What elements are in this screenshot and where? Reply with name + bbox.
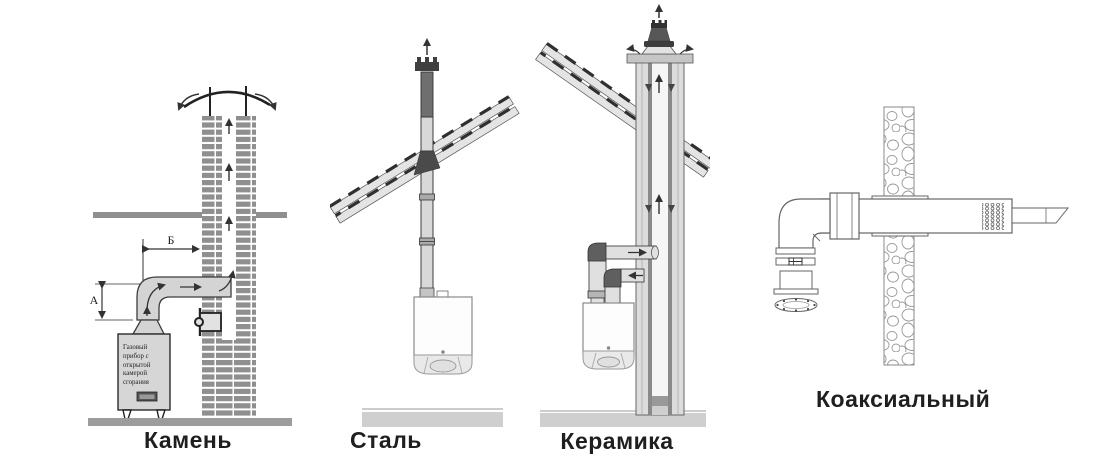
gas-appliance	[117, 333, 171, 420]
caption-steel: Сталь	[350, 427, 422, 453]
ground	[88, 418, 292, 426]
caption-ceramic: Керамика	[560, 428, 674, 454]
duct-flare	[131, 319, 166, 335]
ceiling-slab	[256, 212, 287, 218]
pipe-coupling	[829, 192, 860, 240]
elbow	[775, 198, 831, 255]
appliance-foot	[122, 409, 132, 420]
appliance-label: Газовый прибор с открытой камерой сгоран…	[123, 344, 151, 387]
floor	[362, 408, 503, 427]
wall-boiler	[413, 287, 473, 375]
dark-pipe-section	[420, 71, 434, 118]
diagram-ceramic	[535, 4, 710, 427]
diagram-steel	[330, 38, 520, 427]
diagram-coaxial	[773, 106, 1070, 366]
air-intake-pipe	[603, 268, 645, 304]
cleanout-door	[194, 308, 222, 336]
pipe-joints	[419, 193, 435, 246]
flange-parts	[773, 257, 819, 312]
dimension-lines	[95, 239, 200, 321]
dimension-label-b: Б	[167, 233, 175, 247]
wall-boiler	[582, 302, 635, 370]
shaft-base-plug	[652, 396, 668, 406]
chimney-crown	[626, 4, 694, 64]
appliance-foot	[156, 409, 166, 420]
flue-terminal	[413, 38, 441, 176]
perforated-terminal	[982, 203, 1070, 230]
flow-arrows	[143, 270, 236, 316]
exhaust-pipe	[587, 242, 659, 306]
coaxial-pipe	[819, 192, 1013, 240]
ceiling-slab	[93, 212, 202, 218]
diagram-stone	[88, 86, 292, 426]
connector-duct	[131, 270, 236, 335]
ceramic-shaft	[635, 54, 685, 416]
caption-stone: Камень	[144, 427, 232, 453]
flue-arrows	[645, 74, 675, 214]
caption-coaxial: Коаксиальный	[816, 386, 991, 412]
dimension-label-a: А	[89, 293, 99, 307]
chimney-cap	[177, 86, 277, 116]
